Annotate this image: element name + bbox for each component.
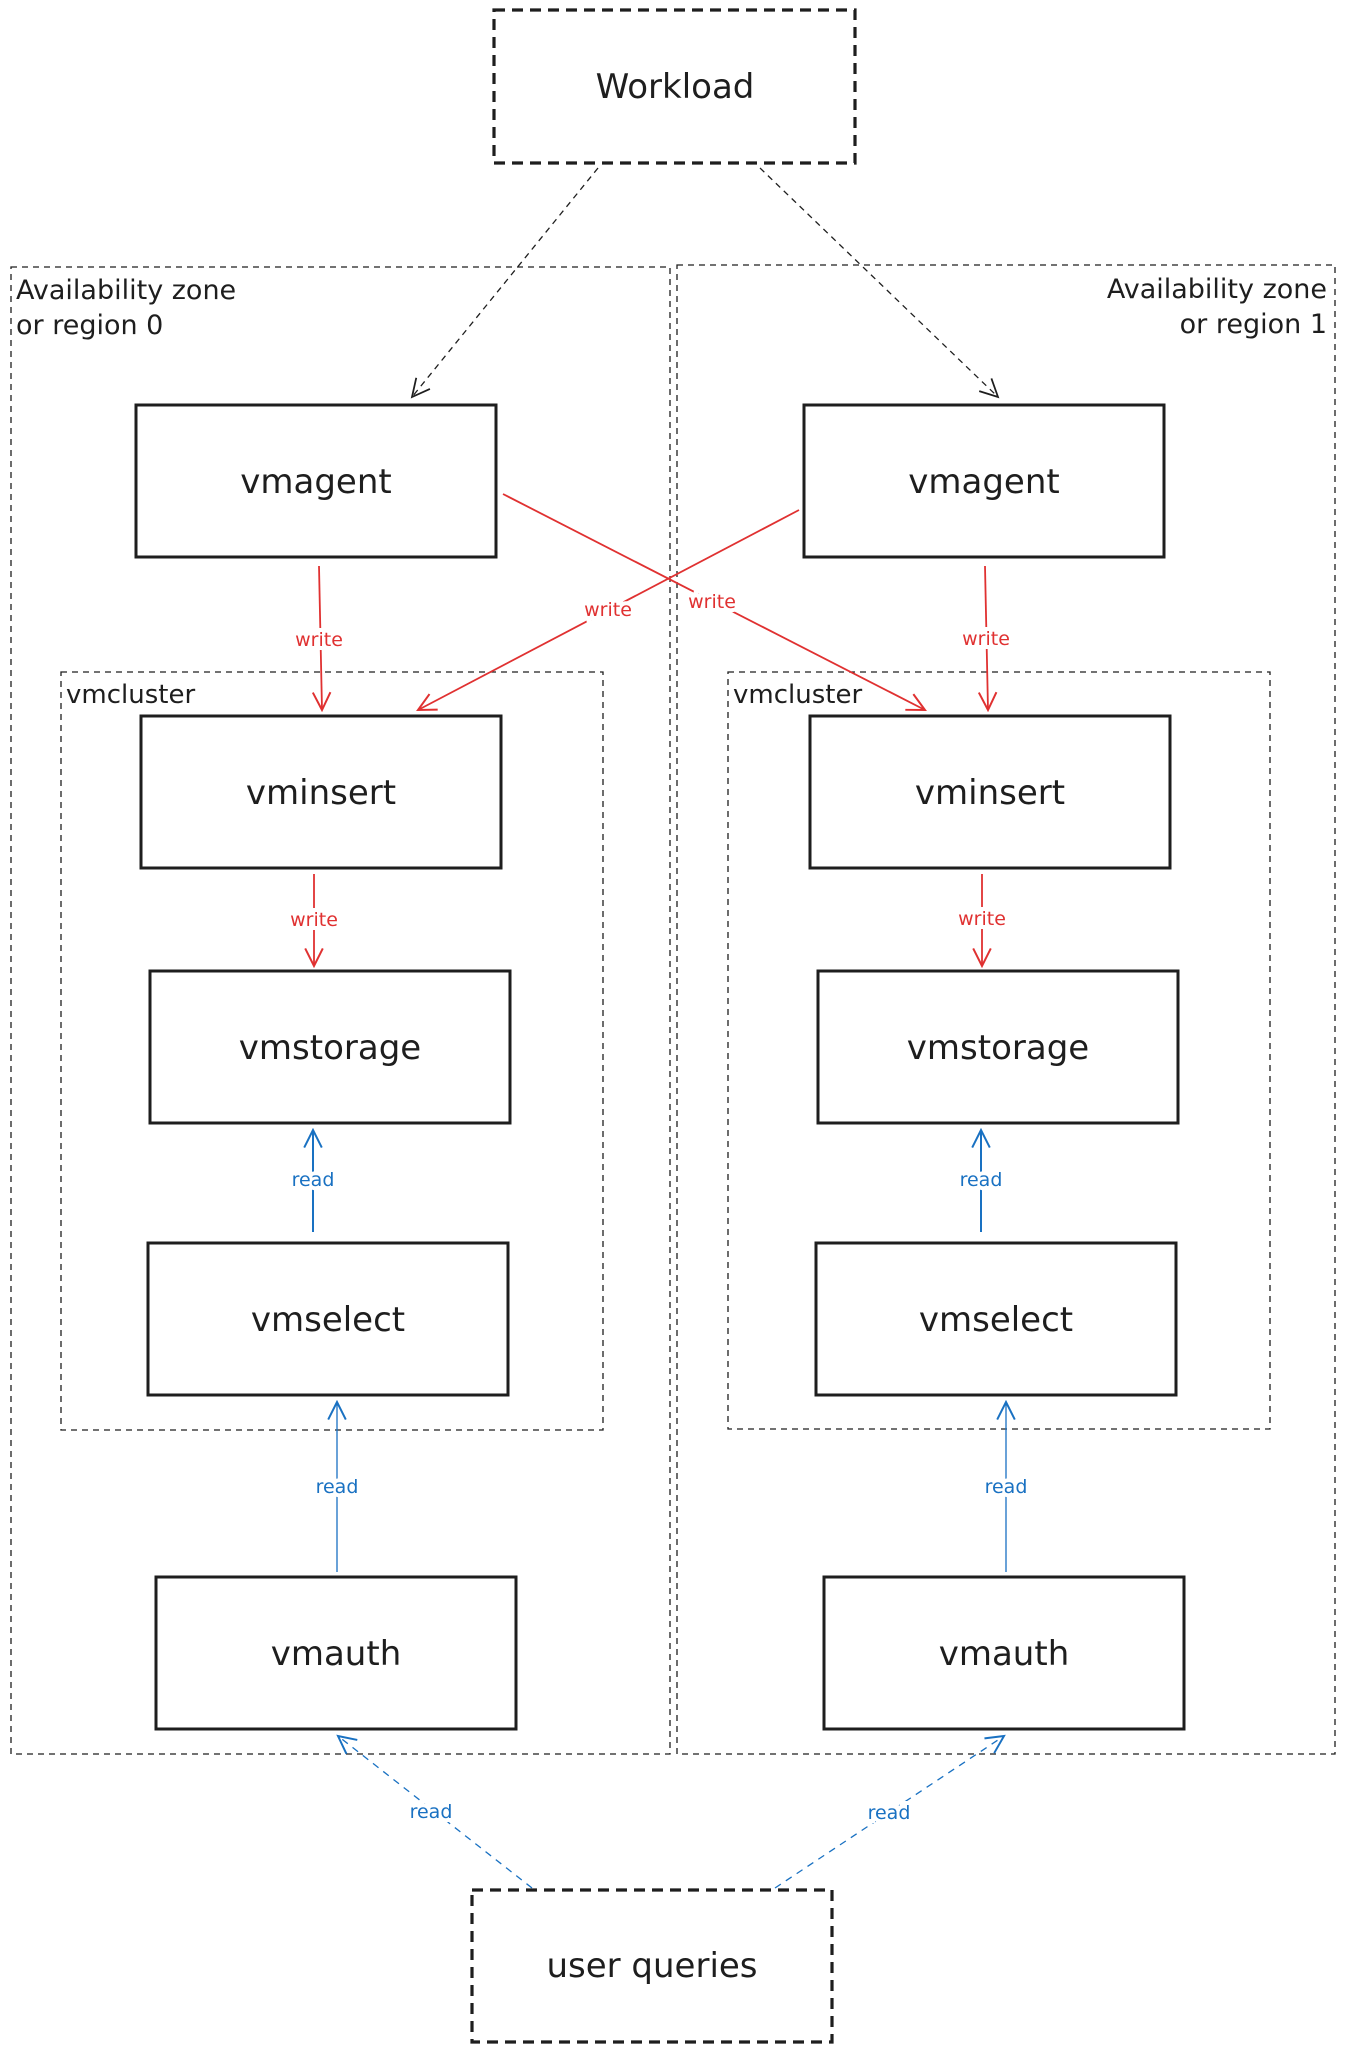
- edge-label-read-u1: read: [868, 1802, 911, 1824]
- edge-user-queries-to-vmauth-1: [774, 1736, 1004, 1889]
- edge-vmagent-0-to-vminsert-0: [319, 565, 322, 710]
- vmselect-0-label: vmselect: [251, 1300, 405, 1340]
- vminsert-0: vminsert: [139, 714, 503, 870]
- vminsert-1: vminsert: [808, 714, 1172, 870]
- workload-box: Workload: [492, 8, 857, 165]
- vminsert-1-label: vminsert: [915, 773, 1065, 813]
- vmstorage-0-label: vmstorage: [239, 1028, 421, 1068]
- vmselect-1: vmselect: [814, 1241, 1178, 1397]
- vmauth-1-label: vmauth: [939, 1634, 1070, 1674]
- edge-vmagent-0-to-vminsert-1: [502, 493, 925, 710]
- cluster-0-label: vmcluster: [66, 680, 195, 710]
- edge-label-write-cross-0: write: [688, 591, 736, 613]
- vmauth-1: vmauth: [822, 1575, 1186, 1731]
- edge-label-read-a0: read: [316, 1476, 359, 1498]
- vmagent-1: vmagent: [802, 403, 1166, 559]
- vmselect-0: vmselect: [146, 1241, 510, 1397]
- edge-vmagent-1-to-vminsert-0: [418, 509, 800, 710]
- edge-workload-to-vmagent-0: [410, 167, 599, 399]
- edge-label-read-u0: read: [410, 1801, 453, 1823]
- vmstorage-1-label: vmstorage: [907, 1028, 1089, 1068]
- edge-label-read-s0: read: [292, 1169, 335, 1191]
- vmstorage-1: vmstorage: [816, 969, 1180, 1125]
- edge-label-write-i0: write: [290, 909, 338, 931]
- user-queries-label: user queries: [546, 1946, 757, 1986]
- edge-label-write-cross-1: write: [584, 599, 632, 621]
- vmagent-0: vmagent: [134, 403, 498, 559]
- cluster-1-label: vmcluster: [733, 680, 862, 710]
- edge-label-read-s1: read: [960, 1169, 1003, 1191]
- edge-workload-to-vmagent-1: [759, 167, 1000, 399]
- zone-1: Availability zone or region 1: [676, 264, 1336, 1755]
- user-queries-box: user queries: [470, 1888, 834, 2044]
- edge-user-queries-to-vmauth-0: [338, 1736, 533, 1889]
- vmstorage-0: vmstorage: [148, 969, 512, 1125]
- vmagent-1-label: vmagent: [908, 462, 1059, 502]
- vmagent-0-label: vmagent: [240, 462, 391, 502]
- cluster-0: vmcluster: [60, 671, 604, 1431]
- cluster-1: vmcluster: [727, 671, 1271, 1430]
- workload-label: Workload: [596, 67, 755, 107]
- vmauth-0-label: vmauth: [271, 1634, 402, 1674]
- zone-0-label-line2: or region 0: [16, 310, 163, 341]
- zone-1-label-line1: Availability zone: [1107, 274, 1327, 305]
- vmauth-0: vmauth: [154, 1575, 518, 1731]
- edge-label-write-i1: write: [958, 908, 1006, 930]
- edge-label-write-a0: write: [295, 629, 343, 651]
- vmselect-1-label: vmselect: [919, 1300, 1073, 1340]
- edge-label-read-a1: read: [985, 1476, 1028, 1498]
- edge-label-write-a1: write: [962, 628, 1010, 650]
- vminsert-0-label: vminsert: [246, 773, 396, 813]
- zone-1-label-line2: or region 1: [1180, 309, 1327, 340]
- edge-vmagent-1-to-vminsert-1: [985, 565, 988, 710]
- zone-0-label-line1: Availability zone: [16, 275, 236, 306]
